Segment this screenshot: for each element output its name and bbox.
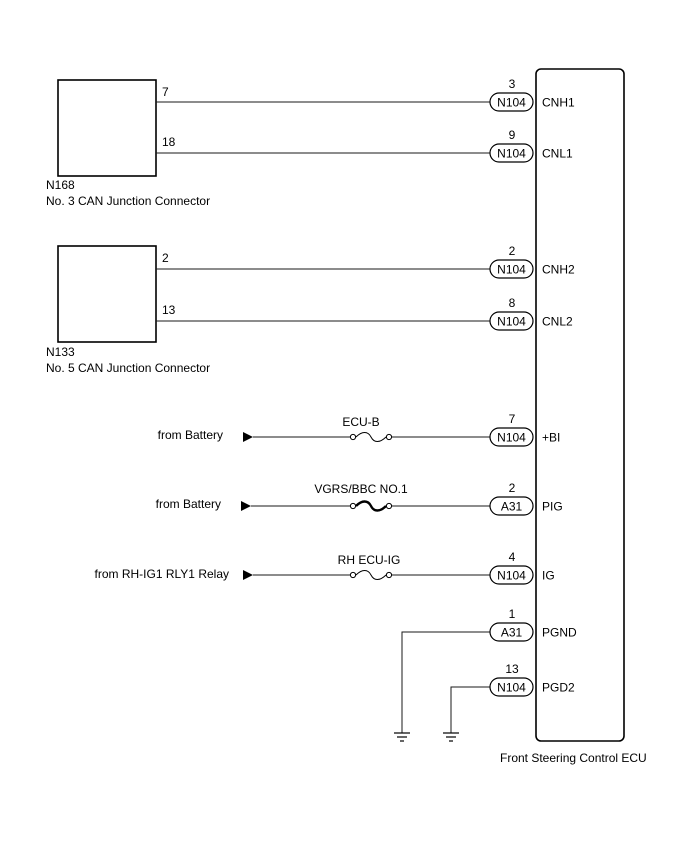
signal-name: PGD2: [542, 681, 575, 695]
terminal-pgnd: A31 1 PGND: [489, 607, 577, 642]
connector-pill: [489, 427, 534, 447]
connector-code: N104: [497, 315, 526, 329]
supply-source-1: from Battery: [158, 428, 223, 442]
fuse-terminal-icon: [349, 571, 357, 579]
connector-code: N104: [497, 681, 526, 695]
pin-number: 13: [505, 662, 519, 676]
connector-pill: [489, 92, 534, 112]
ground-icon: [394, 732, 410, 742]
ecu-box: [535, 68, 625, 742]
connector-pill: [489, 622, 534, 642]
fuse-terminal-icon: [385, 502, 393, 510]
pin-number: 2: [509, 244, 516, 258]
signal-name: PGND: [542, 626, 577, 640]
terminal-cnl2: N104 8 CNL2: [489, 296, 573, 331]
pin-number: 9: [509, 128, 516, 142]
fuse-terminal-icon: [349, 502, 357, 510]
junction-n133-pin-a: 2: [162, 251, 169, 265]
connector-pill: [489, 143, 534, 163]
junction-n133-code: N133: [46, 345, 75, 359]
arrow-icon: [243, 432, 253, 442]
fuse-icon: [355, 432, 387, 442]
junction-connector-n133: [57, 245, 157, 343]
wire-pgnd: [401, 631, 490, 733]
fusible-link-icon: [355, 500, 387, 512]
connector-code: A31: [501, 626, 523, 640]
connector-code: N104: [497, 96, 526, 110]
supply-source-2: from Battery: [156, 497, 221, 511]
arrow-icon: [241, 501, 251, 511]
ecu-label: Front Steering Control ECU: [500, 751, 647, 765]
connector-code: N104: [497, 147, 526, 161]
signal-name: CNL2: [542, 315, 573, 329]
junction-n168-pin-b: 18: [162, 135, 176, 149]
connector-pill: [489, 259, 534, 279]
pin-number: 1: [509, 607, 516, 621]
connector-pill: [489, 677, 534, 697]
junction-connector-n168: [57, 79, 157, 177]
terminal-cnh2: N104 2 CNH2: [489, 244, 575, 279]
pin-number: 4: [509, 550, 516, 564]
signal-name: CNL1: [542, 147, 573, 161]
terminal-bi: N104 7 +BI: [489, 412, 560, 447]
signal-name: IG: [542, 569, 555, 583]
junction-n168-name: No. 3 CAN Junction Connector: [46, 194, 210, 208]
pin-number: 2: [509, 481, 516, 495]
terminal-ig: N104 4 IG: [489, 550, 555, 585]
terminal-pgd2: N104 13 PGD2: [489, 662, 575, 697]
fuse-label-rh-ecu-ig: RH ECU-IG: [338, 553, 401, 567]
connector-code: N104: [497, 263, 526, 277]
fuse-icon: [355, 570, 387, 580]
connector-pill: [489, 565, 534, 585]
terminal-cnh1: N104 3 CNH1: [489, 77, 575, 112]
junction-n168-code: N168: [46, 178, 75, 192]
connector-pill: [489, 496, 534, 516]
junction-n168-pin-a: 7: [162, 85, 169, 99]
connector-code: N104: [497, 431, 526, 445]
terminal-pig: A31 2 PIG: [489, 481, 563, 516]
pin-number: 8: [509, 296, 516, 310]
signal-name: PIG: [542, 500, 563, 514]
pin-number: 3: [509, 77, 516, 91]
pin-number: 7: [509, 412, 516, 426]
connector-code: N104: [497, 569, 526, 583]
supply-source-3: from RH-IG1 RLY1 Relay: [95, 567, 229, 581]
signal-name: CNH1: [542, 96, 575, 110]
fuse-label-vgrs: VGRS/BBC NO.1: [314, 482, 408, 496]
fuse-label-ecu-b: ECU-B: [342, 415, 379, 429]
fuse-terminal-icon: [385, 433, 393, 441]
fuse-terminal-icon: [385, 571, 393, 579]
ground-icon: [443, 732, 459, 742]
signal-name: +BI: [542, 431, 560, 445]
fuse-terminal-icon: [349, 433, 357, 441]
wire-pgd2: [450, 686, 490, 733]
junction-n133-pin-b: 13: [162, 303, 176, 317]
signal-name: CNH2: [542, 263, 575, 277]
connector-pill: [489, 311, 534, 331]
connector-code: A31: [501, 500, 523, 514]
arrow-icon: [243, 570, 253, 580]
junction-n133-name: No. 5 CAN Junction Connector: [46, 361, 210, 375]
terminal-cnl1: N104 9 CNL1: [489, 128, 573, 163]
